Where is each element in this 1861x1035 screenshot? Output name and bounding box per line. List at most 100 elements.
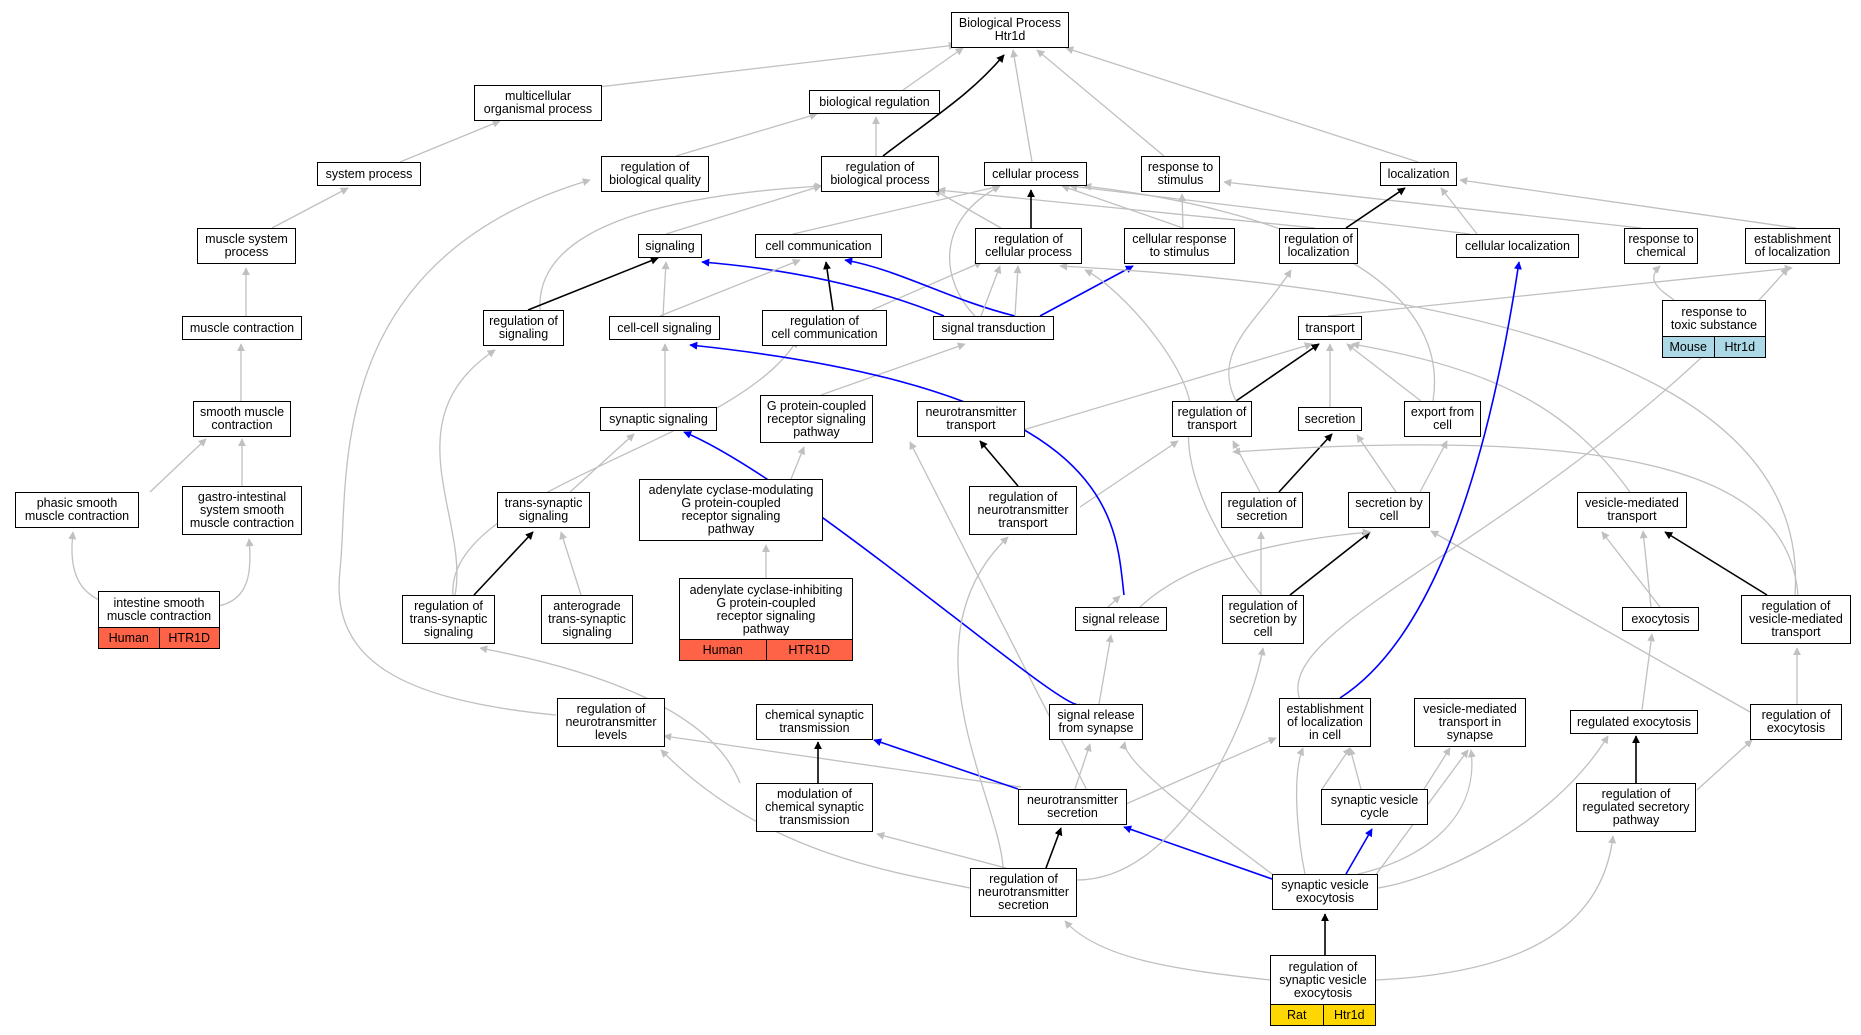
node-regulation-of-secretion-by-cell[interactable]: regulation of secretion by cell	[1222, 595, 1304, 644]
node-phasic-smooth-muscle-contraction[interactable]: phasic smooth muscle contraction	[15, 492, 139, 528]
node-regulation-of-biological-process[interactable]: regulation of biological process	[821, 156, 939, 192]
node-establishment-of-localization[interactable]: establishment of localization	[1745, 228, 1840, 264]
leaf-response-to-toxic-substance[interactable]: response to toxic substance Mouse Htr1d	[1662, 300, 1766, 358]
node-signal-release-from-synapse[interactable]: signal release from synapse	[1049, 704, 1143, 740]
node-regulation-of-trans-synaptic-signaling[interactable]: regulation of trans-synaptic signaling	[402, 595, 495, 644]
node-modulation-of-chemical-synaptic-transmission[interactable]: modulation of chemical synaptic transmis…	[756, 783, 873, 832]
edge-gray-91	[1125, 737, 1277, 805]
node-muscle-contraction[interactable]: muscle contraction	[182, 316, 302, 340]
edge-gray-59	[1356, 434, 1397, 493]
node-label: system process	[325, 166, 413, 181]
edge-gray-40	[452, 339, 798, 596]
node-label: synaptic vesicle cycle	[1330, 793, 1419, 820]
edge-gray-70	[1601, 531, 1661, 608]
node-regulation-of-exocytosis[interactable]: regulation of exocytosis	[1750, 704, 1842, 740]
node-g-protein-coupled-receptor-signaling-pathway[interactable]: G protein-coupled receptor signaling pat…	[760, 395, 873, 443]
node-regulation-of-transport[interactable]: regulation of transport	[1172, 401, 1252, 437]
node-label: signal release	[1082, 611, 1160, 626]
node-regulation-of-cellular-process[interactable]: regulation of cellular process	[975, 228, 1082, 264]
edge-gray-9	[271, 187, 349, 229]
node-synaptic-signaling[interactable]: synaptic signaling	[600, 407, 717, 431]
node-regulation-of-localization[interactable]: regulation of localization	[1279, 228, 1358, 264]
node-label: chemical synaptic transmission	[765, 708, 864, 735]
node-cell-cell-signaling[interactable]: cell-cell signaling	[609, 316, 720, 340]
node-signal-transduction[interactable]: signal transduction	[933, 316, 1054, 340]
node-label: regulation of neurotransmitter levels	[565, 702, 657, 742]
edge-gray-48	[569, 433, 635, 493]
node-regulation-of-vesicle-mediated-transport[interactable]: regulation of vesicle-mediated transport	[1741, 595, 1851, 644]
node-exocytosis[interactable]: exocytosis	[1622, 607, 1699, 631]
edge-gray-64	[1232, 444, 1799, 596]
node-regulation-of-secretion[interactable]: regulation of secretion	[1221, 492, 1303, 528]
node-chemical-synaptic-transmission[interactable]: chemical synaptic transmission	[756, 704, 873, 740]
node-regulation-of-regulated-secretory-pathway[interactable]: regulation of regulated secretory pathwa…	[1576, 783, 1696, 832]
node-label: G protein-coupled receptor signaling pat…	[766, 398, 867, 439]
node-signaling[interactable]: signaling	[638, 234, 702, 258]
node-label: trans-synaptic signaling	[504, 496, 583, 523]
leaf-intestine-smooth-muscle-contraction[interactable]: intestine smooth muscle contraction Huma…	[98, 591, 220, 649]
node-label: regulation of secretion by cell	[1228, 599, 1298, 639]
node-label: synaptic vesicle exocytosis	[1281, 878, 1369, 905]
node-neurotransmitter-secretion[interactable]: neurotransmitter secretion	[1018, 789, 1127, 825]
node-regulation-of-neurotransmitter-secretion[interactable]: regulation of neurotransmitter secretion	[970, 868, 1077, 917]
node-anterograde-trans-synaptic-signaling[interactable]: anterograde trans-synaptic signaling	[541, 595, 633, 644]
node-response-to-stimulus[interactable]: response to stimulus	[1141, 156, 1220, 192]
node-gastro-intestinal-system-smooth-muscle-contraction[interactable]: gastro-intestinal system smooth muscle c…	[182, 486, 302, 535]
node-cell-communication[interactable]: cell communication	[755, 234, 882, 258]
node-localization[interactable]: localization	[1380, 162, 1457, 186]
node-regulation-of-biological-quality[interactable]: regulation of biological quality	[601, 156, 709, 192]
node-muscle-system-process[interactable]: muscle system process	[197, 228, 296, 264]
node-label: Biological Process Htr1d	[958, 16, 1062, 43]
edge-black-60	[1278, 433, 1333, 493]
node-vesicle-mediated-transport-in-synapse[interactable]: vesicle-mediated transport in synapse	[1414, 698, 1526, 747]
edge-black-52	[1235, 343, 1320, 402]
edge-gray-47	[217, 538, 254, 607]
edge-blue-79	[683, 431, 1081, 706]
edge-gray-16	[933, 189, 1002, 229]
edge-gray-96	[1295, 747, 1306, 875]
node-label: signaling	[645, 238, 695, 253]
node-synaptic-vesicle-exocytosis[interactable]: synaptic vesicle exocytosis	[1272, 874, 1378, 910]
node-label: regulation of secretion	[1227, 496, 1297, 523]
node-biological-process[interactable]: Biological Process Htr1d	[951, 12, 1069, 48]
node-vesicle-mediated-transport[interactable]: vesicle-mediated transport	[1577, 492, 1687, 528]
node-label: intestine smooth muscle contraction	[106, 596, 212, 623]
node-label: secretion	[1304, 411, 1356, 426]
leaf-regulation-of-synaptic-vesicle-exocytosis[interactable]: regulation of synaptic vesicle exocytosi…	[1270, 955, 1376, 1026]
node-cellular-response-to-stimulus[interactable]: cellular response to stimulus	[1124, 228, 1235, 264]
node-trans-synaptic-signaling[interactable]: trans-synaptic signaling	[497, 492, 590, 528]
leaf-adenylate-cyclase-inhibiting-gpcr-pathway[interactable]: adenylate cyclase-inhibiting G protein-c…	[679, 578, 853, 661]
edge-gray-106	[1076, 647, 1266, 881]
node-system-process[interactable]: system process	[317, 162, 421, 186]
node-adenylate-cyclase-modulating-gpcr-pathway[interactable]: adenylate cyclase-modulating G protein-c…	[639, 479, 823, 541]
node-neurotransmitter-transport[interactable]: neurotransmitter transport	[917, 401, 1025, 437]
node-regulation-of-signaling[interactable]: regulation of signaling	[483, 310, 564, 346]
species-gene-row: Human HTR1D	[680, 639, 852, 660]
node-regulated-exocytosis[interactable]: regulated exocytosis	[1570, 710, 1698, 734]
node-regulation-of-cell-communication[interactable]: regulation of cell communication	[762, 310, 887, 346]
node-cellular-process[interactable]: cellular process	[984, 162, 1087, 186]
edge-gray-23	[1178, 193, 1187, 229]
node-regulation-of-neurotransmitter-levels[interactable]: regulation of neurotransmitter levels	[557, 698, 665, 747]
node-establishment-of-localization-in-cell[interactable]: establishment of localization in cell	[1279, 698, 1371, 747]
node-label: modulation of chemical synaptic transmis…	[765, 787, 864, 827]
edge-black-69	[1289, 531, 1371, 596]
node-biological-regulation[interactable]: biological regulation	[809, 90, 940, 114]
node-label: regulation of trans-synaptic signaling	[409, 599, 488, 639]
node-transport[interactable]: transport	[1298, 316, 1362, 340]
node-export-from-cell[interactable]: export from cell	[1404, 401, 1481, 437]
edge-gray-90	[1074, 743, 1092, 790]
edge-gray-0	[597, 41, 957, 88]
node-secretion[interactable]: secretion	[1298, 407, 1362, 431]
node-cellular-localization[interactable]: cellular localization	[1456, 234, 1579, 258]
node-label: cellular response to stimulus	[1132, 232, 1227, 259]
edge-gray-82	[1348, 747, 1362, 790]
node-multicellular-organismal-process[interactable]: multicellular organismal process	[474, 85, 602, 121]
node-signal-release[interactable]: signal release	[1075, 607, 1167, 631]
node-regulation-of-neurotransmitter-transport[interactable]: regulation of neurotransmitter transport	[969, 486, 1077, 535]
node-response-to-chemical[interactable]: response to chemical	[1624, 228, 1698, 264]
node-synaptic-vesicle-cycle[interactable]: synaptic vesicle cycle	[1321, 789, 1428, 825]
edge-gray-103	[876, 831, 1007, 869]
node-secretion-by-cell[interactable]: secretion by cell	[1348, 492, 1430, 528]
node-smooth-muscle-contraction[interactable]: smooth muscle contraction	[193, 401, 291, 437]
